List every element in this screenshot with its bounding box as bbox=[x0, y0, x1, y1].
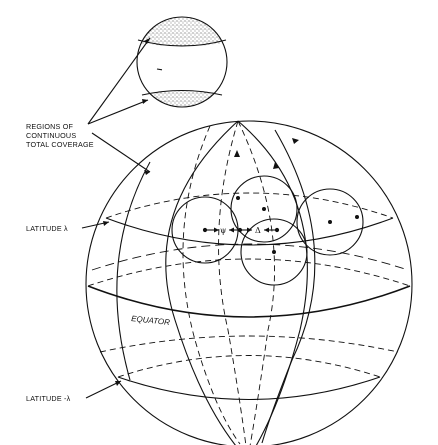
latitude-mid-back bbox=[91, 243, 409, 271]
meridian-left bbox=[116, 161, 151, 381]
inset-sphere-outline bbox=[136, 16, 228, 108]
latitude-south-front bbox=[117, 376, 381, 400]
coverage-circle-3 bbox=[240, 218, 308, 286]
latitude-south-label: LATITUDE -λ bbox=[26, 394, 71, 403]
coverage-circle-4 bbox=[296, 188, 364, 256]
latitude-north-front bbox=[105, 217, 394, 246]
latitude-north-back bbox=[105, 192, 394, 219]
orbit-plane-3 bbox=[237, 120, 308, 445]
south-coverage-cap bbox=[137, 90, 227, 107]
regions-label-line-2: CONTINUOUS bbox=[26, 131, 76, 140]
latitude-lower-back bbox=[99, 335, 399, 353]
latitude-south-leader bbox=[85, 380, 122, 399]
regions-label-line-1: REGIONS OF bbox=[26, 122, 74, 131]
orbit-plane-1 bbox=[165, 120, 239, 445]
leader-lines bbox=[87, 37, 151, 175]
psi-symbol: ψ bbox=[220, 226, 226, 235]
equator-label: EQUATOR bbox=[131, 314, 171, 327]
regions-label-line-3: TOTAL COVERAGE bbox=[26, 140, 94, 149]
orbit-plane-2 bbox=[218, 120, 247, 445]
equator-front bbox=[87, 285, 411, 318]
sphere-outline bbox=[85, 120, 413, 445]
equator-back bbox=[87, 258, 411, 287]
delta-symbol: Δ bbox=[255, 226, 261, 235]
inset-tick bbox=[156, 68, 163, 71]
direction-arrow-1 bbox=[234, 150, 240, 157]
orbit-plane-5 bbox=[182, 125, 241, 445]
main-sphere: ψ Δ EQUATOR bbox=[85, 120, 413, 445]
orbit-plane-6 bbox=[261, 129, 316, 444]
regions-label: REGIONS OF CONTINUOUS TOTAL COVERAGE bbox=[26, 122, 94, 149]
satellite-points bbox=[202, 196, 359, 254]
orbit-plane-4 bbox=[237, 120, 275, 445]
inset-sphere bbox=[136, 16, 228, 108]
direction-arrow-3 bbox=[292, 138, 299, 144]
latitude-south-back bbox=[117, 355, 381, 378]
latitude-north-label: LATITUDE λ bbox=[26, 224, 68, 233]
coverage-circle-2 bbox=[230, 175, 298, 243]
direction-arrow-2 bbox=[273, 162, 279, 169]
